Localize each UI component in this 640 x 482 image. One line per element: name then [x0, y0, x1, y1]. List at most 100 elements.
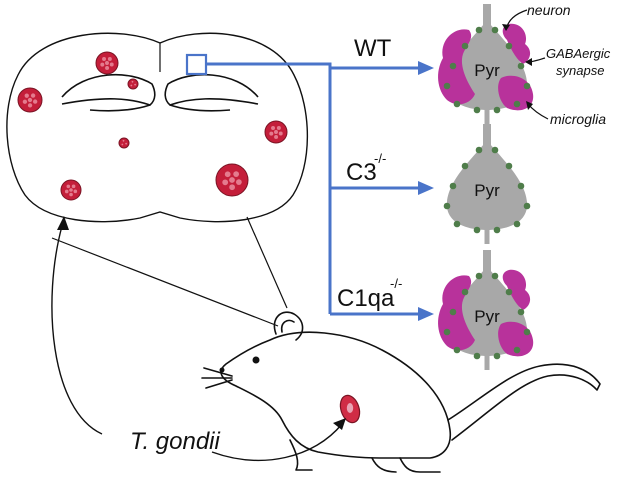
microglia-right-top	[502, 269, 531, 310]
right-ventricle	[164, 74, 259, 112]
arrowhead-c3	[418, 181, 434, 195]
brain-cyst	[95, 51, 119, 75]
apical-dendrite	[483, 250, 491, 274]
annotation-microglia: microglia	[550, 111, 606, 127]
gabaergic-synapse	[453, 100, 461, 108]
condition-label-c1qa: C1qa	[337, 285, 395, 312]
gabaergic-synapse	[475, 26, 483, 34]
gabaergic-synapse	[513, 100, 521, 108]
mouse-front-leg	[289, 439, 313, 471]
gabaergic-synapse	[461, 162, 469, 170]
gabaergic-synapse	[505, 288, 513, 296]
gabaergic-synapse	[517, 182, 525, 190]
annotation-synapse-pointer-head	[525, 58, 532, 66]
gabaergic-synapse	[523, 328, 531, 336]
gabaergic-synapse	[493, 106, 501, 114]
annotation-neuron: neuron	[527, 2, 571, 18]
microglia-right-top	[502, 23, 531, 64]
pathogen-pointer-to-mouse	[211, 423, 343, 462]
mouse-eye	[252, 356, 260, 364]
pyramidal-neuron: Pyr	[438, 250, 534, 370]
pyramidal-neuron: Pyr	[443, 124, 531, 244]
gabaergic-synapse	[449, 308, 457, 316]
condition-label-c3: C3	[346, 159, 377, 186]
gabaergic-synapse	[517, 62, 525, 70]
gabaergic-synapse	[523, 202, 531, 210]
gabaergic-synapse	[505, 42, 513, 50]
gabaergic-synapse	[475, 146, 483, 154]
pathogen-pointer-to-brain	[51, 225, 103, 435]
gabaergic-synapse	[491, 26, 499, 34]
cell-label: Pyr	[474, 307, 500, 326]
gabaergic-synapse	[461, 42, 469, 50]
zoom-box	[185, 53, 208, 76]
gabaergic-synapse	[443, 82, 451, 90]
infection-site-core	[346, 403, 354, 413]
brain-section	[6, 32, 309, 223]
annotation-synapse-line1: GABAergic	[546, 46, 611, 61]
cell-label: Pyr	[474, 61, 500, 80]
gabaergic-synapse	[443, 202, 451, 210]
left-ventricle	[61, 74, 156, 112]
annotation-microglia-pointer-head	[526, 101, 533, 110]
arrowhead-wt	[418, 61, 434, 75]
mouse-hind-leg	[399, 457, 441, 473]
gabaergic-synapse	[473, 352, 481, 360]
neuron-soma	[446, 140, 528, 230]
mouse-body	[220, 331, 452, 459]
gabaergic-synapse	[475, 272, 483, 280]
gabaergic-synapse	[453, 346, 461, 354]
cyst-group	[17, 51, 288, 201]
pathogen-pointer-to-mouse-head	[333, 418, 346, 430]
mouse-illustration	[201, 311, 601, 473]
apical-dendrite	[483, 124, 491, 148]
connector-line-right	[246, 216, 288, 309]
arrow-tree	[206, 62, 420, 316]
gabaergic-synapse	[491, 146, 499, 154]
pathogen-pointer-to-brain-head	[57, 216, 69, 230]
arrowheads	[418, 61, 434, 321]
gabaergic-synapse	[493, 226, 501, 234]
apical-dendrite	[483, 4, 491, 28]
gabaergic-synapse	[517, 308, 525, 316]
gabaergic-synapse	[513, 346, 521, 354]
gabaergic-synapse	[473, 226, 481, 234]
annotation-synapse-line2: synapse	[556, 63, 604, 78]
gabaergic-synapse	[473, 106, 481, 114]
brain-cyst	[264, 120, 288, 144]
mouse-nose	[219, 367, 225, 373]
mouse-hind-leg-2	[371, 457, 397, 473]
brain-cyst	[17, 87, 43, 113]
gabaergic-synapse	[461, 288, 469, 296]
axon	[484, 220, 490, 244]
gabaergic-synapse	[449, 62, 457, 70]
mouse-ear-inner	[280, 319, 295, 333]
gabaergic-synapse	[505, 162, 513, 170]
axon	[484, 100, 490, 124]
gabaergic-synapse	[453, 220, 461, 228]
connector-line-left	[51, 237, 279, 327]
brain-cyst	[127, 78, 139, 90]
axon	[484, 346, 490, 370]
pyramidal-neuron: Pyr	[438, 4, 534, 124]
gabaergic-synapse	[449, 182, 457, 190]
condition-sup-c3: -/-	[374, 151, 386, 166]
gabaergic-synapse	[513, 220, 521, 228]
pathogen-label: T. gondii	[130, 428, 221, 455]
annotation-neuron-pointer-head	[502, 24, 510, 31]
mouse-tail	[447, 363, 601, 441]
arrowhead-c1qa	[418, 307, 434, 321]
condition-label-wt: WT	[354, 35, 392, 62]
brain-cyst	[60, 179, 82, 201]
gabaergic-synapse	[523, 82, 531, 90]
cell-label: Pyr	[474, 181, 500, 200]
gabaergic-synapse	[443, 328, 451, 336]
mouse-whiskers	[201, 367, 233, 389]
brain-outline	[6, 32, 309, 223]
gabaergic-synapse	[491, 272, 499, 280]
brain-cyst	[118, 137, 130, 149]
condition-sup-c1qa: -/-	[390, 276, 402, 291]
